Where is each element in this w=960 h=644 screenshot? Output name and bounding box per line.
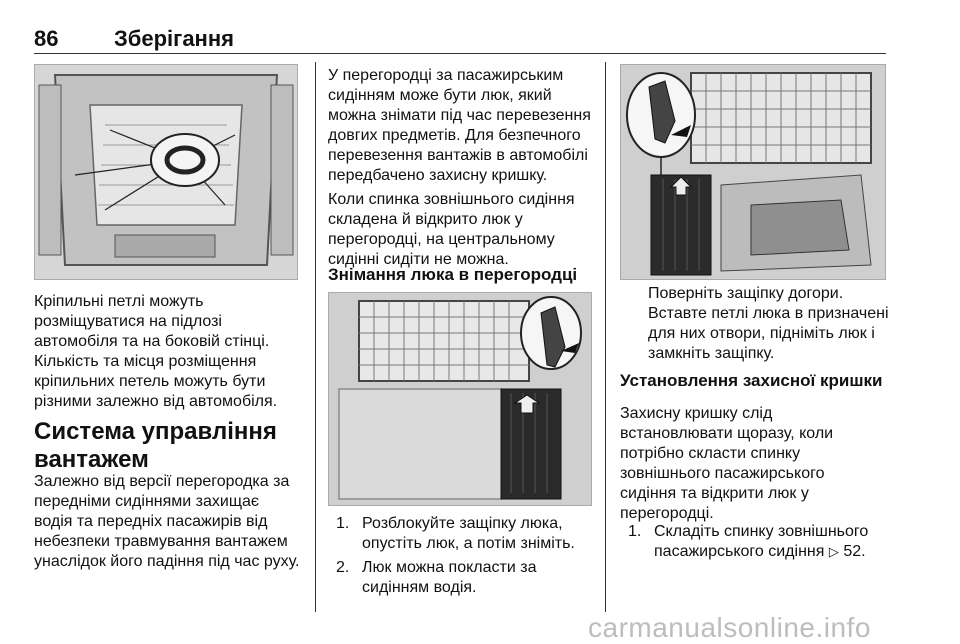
text-line: встановлювати щоразу, коли — [620, 425, 834, 442]
text-line: Кількість та місця розміщення — [34, 353, 257, 370]
text-line: У перегородці за пасажирським — [328, 67, 564, 84]
seat-warning-paragraph: Коли спинка зовнішнього сидіння складена… — [328, 190, 575, 270]
text-line: Захисну кришку слід — [620, 405, 773, 422]
text-line: перевезення вантажів в автомобілі — [328, 147, 588, 164]
text-line: розміщуватися на підлозі — [34, 313, 222, 330]
list-item: 1. Складіть спинку зовнішнього пасажирсь… — [628, 522, 888, 562]
partition-hatch-illustration — [328, 292, 592, 506]
text-line: можна знімати під час перевезення — [328, 107, 591, 124]
text-line: небезпеки травмування вантажем — [34, 533, 288, 550]
install-cover-steps: 1. Складіть спинку зовнішнього пасажирсь… — [628, 522, 888, 566]
page-title: Зберігання — [114, 26, 234, 51]
heading-line: Система управління — [34, 418, 277, 445]
install-cover-illustration — [620, 64, 886, 280]
text-line: кріпильних петель можуть бути — [34, 373, 266, 390]
tie-down-caption: Кріпильні петлі можуть розміщуватися на … — [34, 292, 277, 412]
text-line: сидінням може бути люк, який — [328, 87, 552, 104]
remove-hatch-steps: 1. Розблокуйте защіпку люка, опустіть лю… — [336, 514, 596, 602]
column-divider-2 — [605, 62, 606, 612]
column-divider-1 — [315, 62, 316, 612]
text-line: довгих предметів. Для безпечного — [328, 127, 581, 144]
step-number: 1. — [628, 523, 642, 540]
text-line: сидіння та відкрити люк у — [620, 485, 809, 502]
text-line: Вставте петлі люка в призначені — [648, 305, 889, 322]
section-heading-install-cover: Установлення захисної кришки — [620, 371, 883, 390]
cargo-system-body: Залежно від версії перегородка за передн… — [34, 472, 299, 572]
list-item: 2. Люк можна покласти за сидінням водія. — [336, 558, 596, 598]
text-line: Люк можна покласти за — [362, 559, 537, 576]
text-line: Складіть спинку зовнішнього — [654, 523, 869, 540]
text-line: автомобіля та на боковій стінці. — [34, 333, 270, 350]
text-line: потрібно скласти спинку — [620, 445, 801, 462]
section-heading-remove-hatch: Знімання люка в перегородці — [328, 265, 578, 284]
step-number: 1. — [336, 515, 350, 532]
text-line: перегородці, на центральному — [328, 231, 555, 248]
text-line: Коли спинка зовнішнього сидіння — [328, 191, 575, 208]
text-line: складена й відкрито люк у — [328, 211, 523, 228]
text-line: передбачено захисну кришку. — [328, 167, 548, 184]
install-cover-note: Поверніть защіпку догори. Вставте петлі … — [648, 284, 889, 364]
page-ref-link[interactable]: 52. — [843, 543, 866, 560]
text-line-with-ref: пасажирського сидіння ▷ 52. — [654, 542, 888, 562]
text-line: пасажирського сидіння — [654, 543, 825, 560]
text-line: Поверніть защіпку догори. — [648, 285, 844, 302]
section-heading-cargo: Система управління вантажем — [34, 418, 277, 474]
install-cover-body: Захисну кришку слід встановлювати щоразу… — [620, 404, 833, 524]
text-line: Залежно від версії перегородка за — [34, 473, 290, 490]
text-line: Розблокуйте защіпку люка, — [362, 515, 563, 532]
header-divider — [34, 53, 886, 54]
text-line: сидінні сидіти не можна. — [328, 251, 509, 268]
step-number: 2. — [336, 559, 350, 576]
text-line: передніми сидіннями захищає — [34, 493, 260, 510]
list-item: 1. Розблокуйте защіпку люка, опустіть лю… — [336, 514, 596, 554]
page-ref-arrow-icon: ▷ — [828, 544, 839, 559]
cargo-area-illustration — [34, 64, 298, 280]
text-line: унаслідок його падіння під час руху. — [34, 553, 300, 570]
text-line: сидінням водія. — [362, 579, 477, 596]
page-number: 86 — [34, 26, 59, 51]
text-line: різними залежно від автомобіля. — [34, 393, 278, 410]
hatch-intro-paragraph: У перегородці за пасажирським сидінням м… — [328, 66, 591, 186]
text-line: зовнішнього пасажирського — [620, 465, 825, 482]
page-header: 86 Зберігання — [34, 26, 884, 52]
text-line: для них отвори, підніміть люк і — [648, 325, 875, 342]
text-line: Кріпильні петлі можуть — [34, 293, 204, 310]
text-line: перегородці. — [620, 505, 714, 522]
watermark: carmanualsonline.info — [588, 612, 871, 643]
heading-line: вантажем — [34, 446, 149, 473]
text-line: опустіть люк, а потім зніміть. — [362, 535, 575, 552]
text-line: водія та передніх пасажирів від — [34, 513, 268, 530]
text-line: замкніть защіпку. — [648, 345, 775, 362]
